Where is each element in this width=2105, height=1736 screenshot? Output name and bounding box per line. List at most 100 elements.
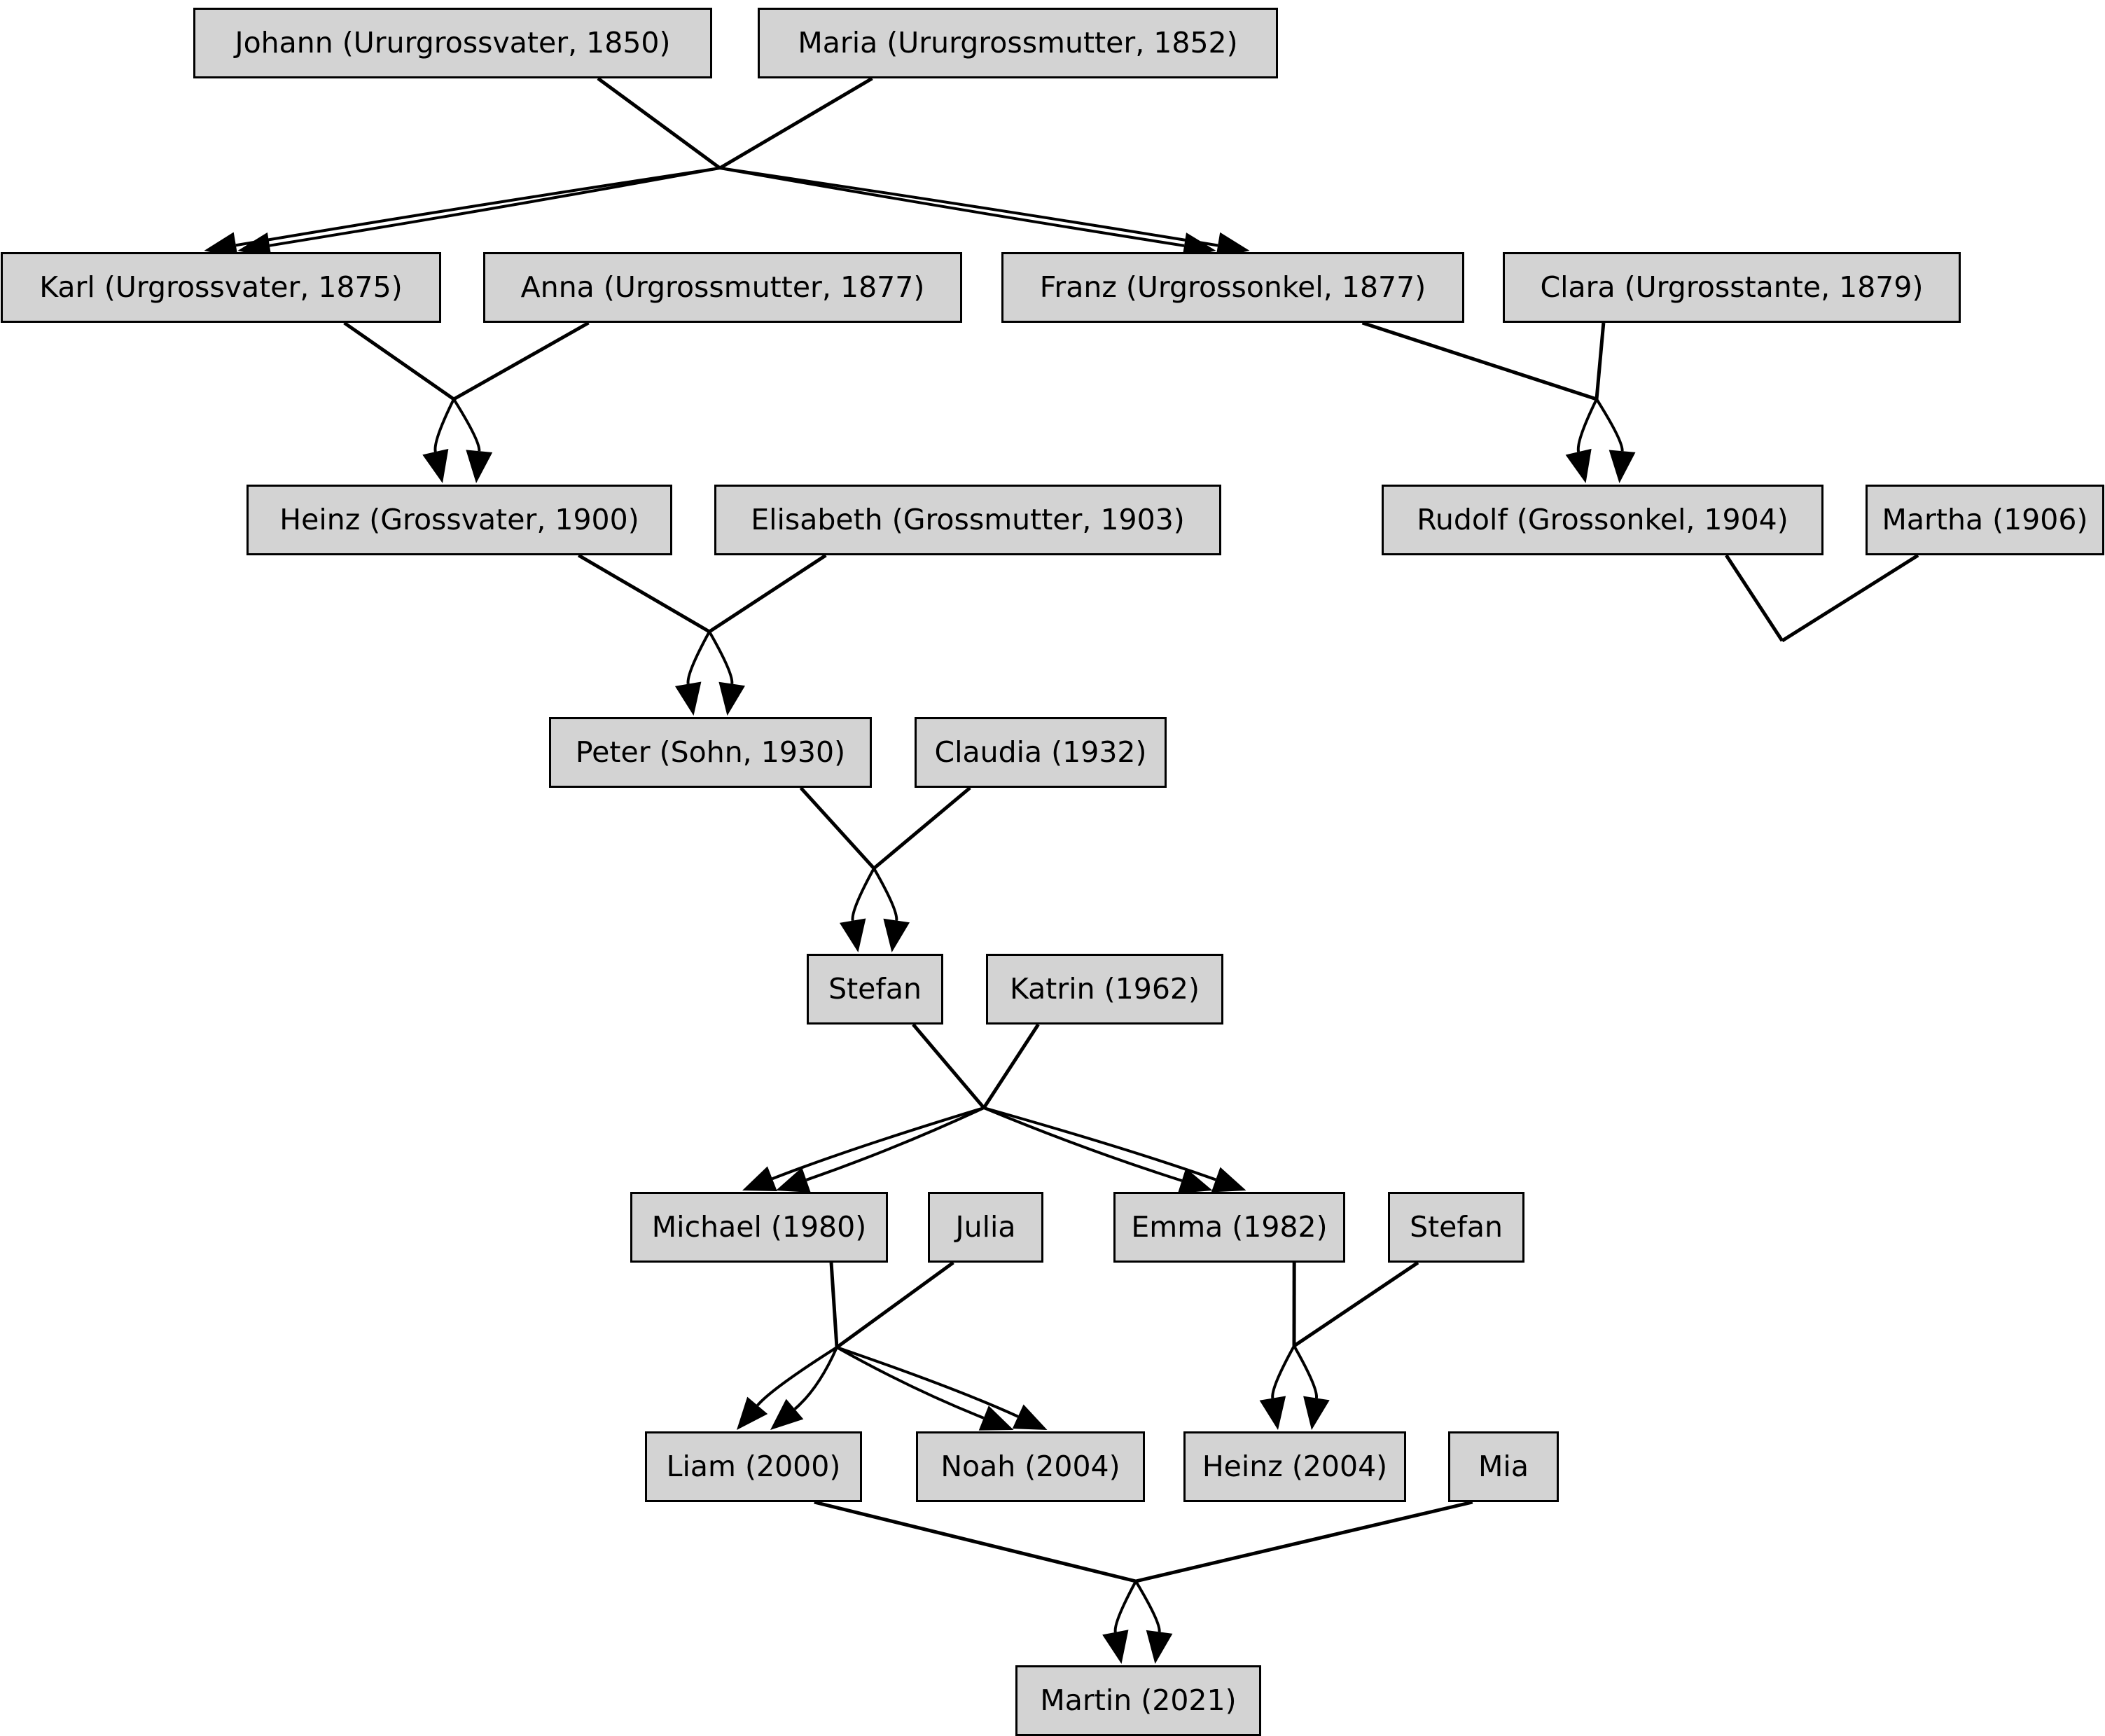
union-8-parent-leg-1 [1293, 1261, 1419, 1348]
union-0-parent-leg-0 [597, 76, 721, 170]
union-0-child-1-strand-1 [719, 167, 1218, 247]
node-rudolf[interactable]: Rudolf (Grossonkel, 1904) [1382, 485, 1823, 555]
union-1-child-0-arrow-1 [466, 450, 493, 483]
union-6-child-1-strand-0 [983, 1106, 1183, 1182]
union-9-parent-leg-0 [814, 1500, 1137, 1583]
node-label: Liam (2000) [666, 1450, 841, 1483]
node-noah[interactable]: Noah (2004) [916, 1431, 1145, 1502]
union-5-parent-leg-1 [873, 786, 971, 870]
node-elisabeth[interactable]: Elisabeth (Grossmutter, 1903) [714, 485, 1221, 555]
union-2-child-0-arrow-0 [1565, 448, 1592, 483]
union-2-parent-leg-0 [1361, 321, 1597, 401]
union-0-child-0-strand-1 [269, 167, 721, 247]
node-label: Katrin (1962) [1010, 972, 1200, 1006]
union-6-child-0-arrow-1 [776, 1167, 811, 1193]
node-claudia[interactable]: Claudia (1932) [915, 717, 1167, 788]
union-2-child-0-strand-0 [1576, 398, 1598, 452]
node-label: Stefan [1410, 1210, 1503, 1244]
node-michael[interactable]: Michael (1980) [630, 1192, 888, 1263]
union-1-child-0-arrow-0 [422, 448, 449, 483]
node-label: Heinz (Grossvater, 1900) [279, 503, 639, 536]
union-1-parent-leg-0 [343, 321, 455, 401]
node-martha[interactable]: Martha (1906) [1866, 485, 2104, 555]
node-maria[interactable]: Maria (Ururgrossmutter, 1852) [758, 8, 1278, 78]
union-7-child-0-strand-0 [756, 1346, 838, 1407]
node-label: Anna (Urgrossmutter, 1877) [520, 270, 925, 304]
union-6-parent-leg-0 [912, 1023, 985, 1109]
union-1-child-0-strand-1 [452, 398, 481, 452]
union-9-parent-leg-1 [1135, 1500, 1473, 1583]
node-stefan1[interactable]: Stefan [807, 954, 943, 1025]
node-liam[interactable]: Liam (2000) [645, 1431, 862, 1502]
node-label: Stefan [828, 972, 922, 1006]
node-clara[interactable]: Clara (Urgrosstante, 1879) [1503, 252, 1961, 323]
node-label: Clara (Urgrosstante, 1879) [1540, 270, 1924, 304]
node-anna[interactable]: Anna (Urgrossmutter, 1877) [483, 252, 962, 323]
node-label: Claudia (1932) [934, 735, 1147, 769]
node-label: Michael (1980) [651, 1210, 867, 1244]
union-6-child-1-arrow-0 [1177, 1167, 1213, 1194]
union-6-child-0-strand-1 [805, 1106, 985, 1181]
union-5-child-0-strand-1 [873, 868, 898, 921]
node-label: Heinz (2004) [1202, 1450, 1388, 1483]
node-label: Emma (1982) [1131, 1210, 1328, 1244]
union-0-child-1-arrow-1 [1216, 232, 1250, 259]
node-mia[interactable]: Mia [1448, 1431, 1559, 1502]
node-heinz1[interactable]: Heinz (Grossvater, 1900) [246, 485, 672, 555]
node-heinz2[interactable]: Heinz (2004) [1183, 1431, 1406, 1502]
union-8-child-0-strand-0 [1271, 1345, 1295, 1398]
union-6-child-0-arrow-0 [742, 1166, 777, 1191]
union-1-parent-leg-1 [452, 321, 590, 401]
union-4-parent-leg-0 [1725, 554, 1784, 642]
union-9-child-0-strand-1 [1134, 1580, 1161, 1632]
node-label: Mia [1478, 1450, 1529, 1483]
union-8-child-0-arrow-0 [1259, 1396, 1286, 1430]
node-katrin[interactable]: Katrin (1962) [986, 954, 1223, 1025]
union-5-child-0-arrow-1 [883, 918, 910, 952]
union-3-child-0-strand-1 [708, 631, 734, 684]
union-9-child-0-arrow-1 [1146, 1630, 1173, 1664]
union-7-child-1-arrow-0 [978, 1405, 1014, 1431]
union-3-child-0-arrow-0 [674, 681, 702, 716]
union-6-child-1-strand-1 [983, 1106, 1216, 1181]
union-4-parent-leg-1 [1781, 553, 1919, 643]
union-7-child-0-arrow-1 [770, 1398, 804, 1430]
union-6-child-1-arrow-1 [1211, 1167, 1246, 1193]
union-6-parent-leg-1 [982, 1023, 1040, 1109]
node-label: Martha (1906) [1882, 503, 2088, 536]
node-label: Maria (Ururgrossmutter, 1852) [798, 26, 1238, 60]
union-3-child-0-strand-0 [686, 631, 711, 685]
node-johann[interactable]: Johann (Ururgrossvater, 1850) [193, 8, 712, 78]
union-8-child-0-arrow-1 [1303, 1396, 1330, 1430]
node-stefan2[interactable]: Stefan [1388, 1192, 1524, 1263]
union-5-child-0-arrow-0 [839, 918, 866, 952]
union-7-child-1-arrow-1 [1012, 1404, 1048, 1430]
node-label: Martin (2021) [1040, 1683, 1237, 1717]
node-peter[interactable]: Peter (Sohn, 1930) [549, 717, 872, 788]
union-0-parent-leg-1 [718, 76, 873, 170]
node-karl[interactable]: Karl (Urgrossvater, 1875) [1, 252, 441, 323]
node-martin[interactable]: Martin (2021) [1015, 1665, 1261, 1736]
node-label: Franz (Urgrossonkel, 1877) [1039, 270, 1426, 304]
node-emma[interactable]: Emma (1982) [1113, 1192, 1345, 1263]
node-label: Elisabeth (Grossmutter, 1903) [751, 503, 1185, 536]
union-7-parent-leg-1 [835, 1261, 954, 1349]
node-julia[interactable]: Julia [928, 1192, 1043, 1263]
node-label: Peter (Sohn, 1930) [575, 735, 846, 769]
union-9-child-0-arrow-0 [1102, 1630, 1129, 1664]
union-0-child-0-arrow-0 [204, 232, 239, 259]
union-3-parent-leg-0 [577, 553, 711, 634]
union-1-child-0-strand-0 [433, 398, 455, 452]
union-5-child-0-strand-0 [851, 868, 875, 922]
union-2-parent-leg-1 [1595, 322, 1606, 400]
union-7-child-1-strand-0 [836, 1346, 985, 1419]
union-2-child-0-strand-1 [1595, 398, 1624, 452]
union-0-child-1-strand-0 [719, 167, 1185, 247]
node-label: Karl (Urgrossvater, 1875) [39, 270, 403, 304]
union-9-child-0-strand-0 [1113, 1581, 1137, 1633]
union-5-parent-leg-0 [799, 786, 875, 870]
union-7-child-0-strand-1 [793, 1347, 838, 1410]
node-franz[interactable]: Franz (Urgrossonkel, 1877) [1001, 252, 1464, 323]
